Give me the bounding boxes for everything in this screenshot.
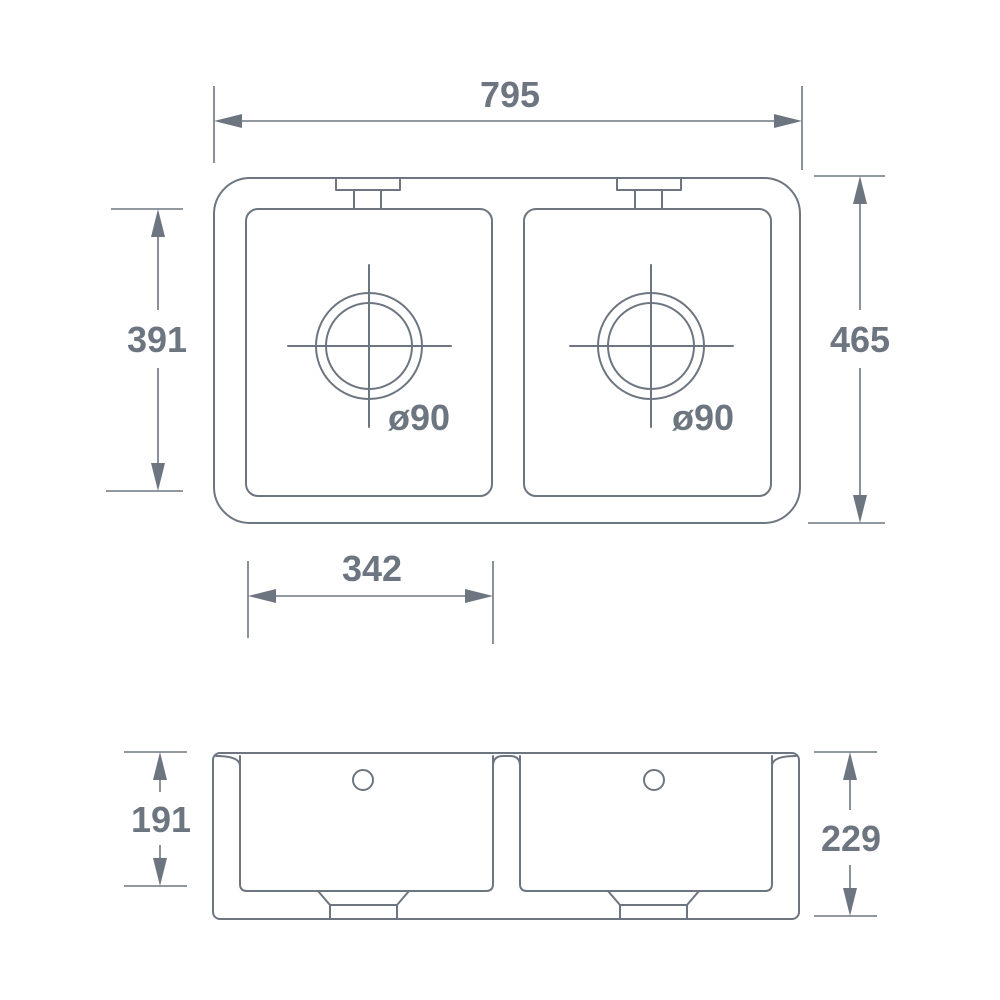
bowl-depth-label: 191 — [131, 799, 191, 840]
arrowhead-icon — [248, 589, 276, 603]
arrowhead-icon — [151, 209, 165, 237]
bowl-length-dimension: 391 — [106, 208, 187, 492]
front-outer-outline — [212, 752, 800, 920]
right-bowl-outline — [523, 208, 772, 497]
front-right-bowl-outline — [519, 755, 773, 892]
arrowhead-icon — [853, 176, 867, 204]
overall-width-label: 795 — [480, 74, 540, 115]
left-overflow-fitting — [335, 177, 401, 210]
arrowhead-icon — [151, 463, 165, 491]
overall-depth-label: 465 — [830, 319, 890, 360]
bowl-depth-dimension: 191 — [124, 751, 191, 887]
arrowhead-icon — [843, 888, 857, 916]
left-waste-diameter-label: ø90 — [388, 397, 450, 438]
left-bowl-outline — [245, 208, 493, 497]
sink-outer-outline — [213, 177, 801, 524]
arrowhead-icon — [153, 858, 167, 886]
right-waste-outlet — [569, 264, 734, 428]
overall-height-dimension: 229 — [814, 751, 881, 917]
arrowhead-icon — [843, 752, 857, 780]
front-left-bowl-outline — [239, 755, 494, 892]
overall-width-dimension: 795 — [213, 74, 803, 170]
right-overflow-fitting — [616, 177, 682, 210]
plan-view: ø90 ø90 — [213, 177, 801, 524]
right-overflow-hole — [643, 769, 665, 791]
arrowhead-icon — [465, 589, 493, 603]
overall-height-label: 229 — [821, 818, 881, 859]
overall-depth-dimension: 465 — [808, 175, 890, 524]
arrowhead-icon — [214, 114, 242, 128]
left-overflow-hole — [352, 769, 374, 791]
right-waste-diameter-label: ø90 — [672, 397, 734, 438]
bowl-length-label: 391 — [127, 319, 187, 360]
arrowhead-icon — [774, 114, 802, 128]
left-waste-outlet — [287, 264, 452, 428]
front-elevation-view — [212, 752, 800, 920]
bowl-width-dimension: 342 — [247, 548, 494, 644]
arrowhead-icon — [853, 495, 867, 523]
front-left-waste-fitting — [317, 890, 410, 920]
front-right-waste-fitting — [607, 890, 700, 920]
arrowhead-icon — [153, 752, 167, 780]
bowl-width-label: 342 — [342, 548, 402, 589]
